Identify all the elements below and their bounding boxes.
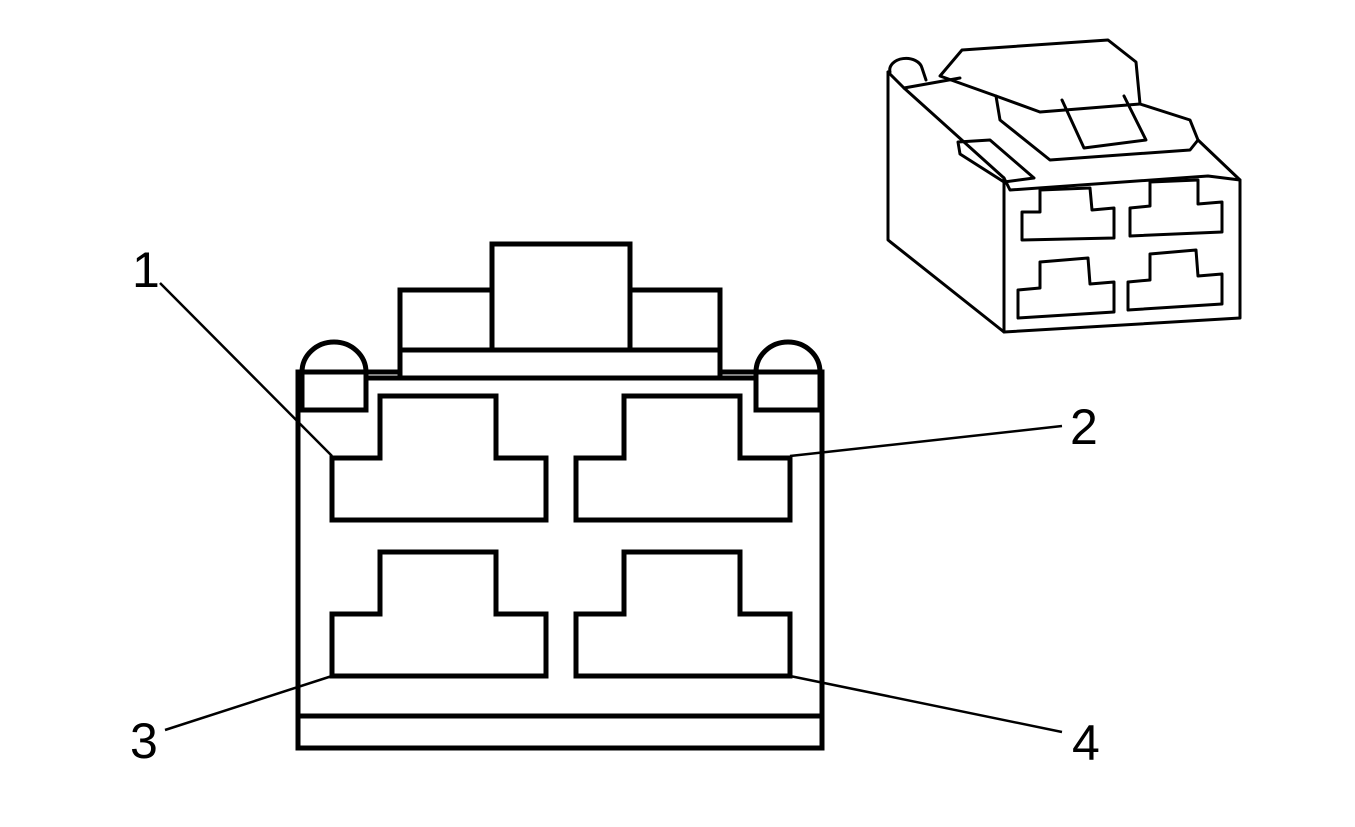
pin-label-1: 1 [132,242,160,298]
iso-cavity-2 [1128,178,1224,238]
leader-line-pin-3 [164,674,333,732]
iso-side-slot [956,138,1036,184]
cavity-pin-3 [329,549,549,679]
iso-latch-ramp [1060,94,1148,150]
right-locating-tab [753,339,823,413]
latch-tower [397,241,723,381]
connector-face-view: 1 2 3 4 [130,241,1100,771]
iso-cavity-1 [1020,186,1116,242]
connector-isometric-view [886,38,1242,334]
cavity-pin-2 [573,393,793,523]
pin-label-4: 4 [1072,715,1100,771]
iso-cavity-4 [1126,248,1224,312]
iso-top-rim [902,76,1200,162]
connector-housing-outline [295,369,825,751]
iso-front-face-top [1002,174,1242,192]
pin-label-2: 2 [1070,399,1098,455]
leader-line-pin-2 [789,424,1063,458]
pin-label-3: 3 [130,713,158,769]
iso-top-latch [938,38,1142,114]
leader-line-pin-4 [789,674,1063,734]
left-locating-tab [299,339,369,413]
iso-left-tab [888,56,928,82]
cavity-pin-4 [573,549,793,679]
leader-line-pin-1 [159,282,333,457]
iso-left-face-edge [886,70,1006,334]
iso-body-outline [886,70,1242,334]
cavity-pin-1 [329,393,549,523]
iso-cavity-3 [1016,256,1116,320]
